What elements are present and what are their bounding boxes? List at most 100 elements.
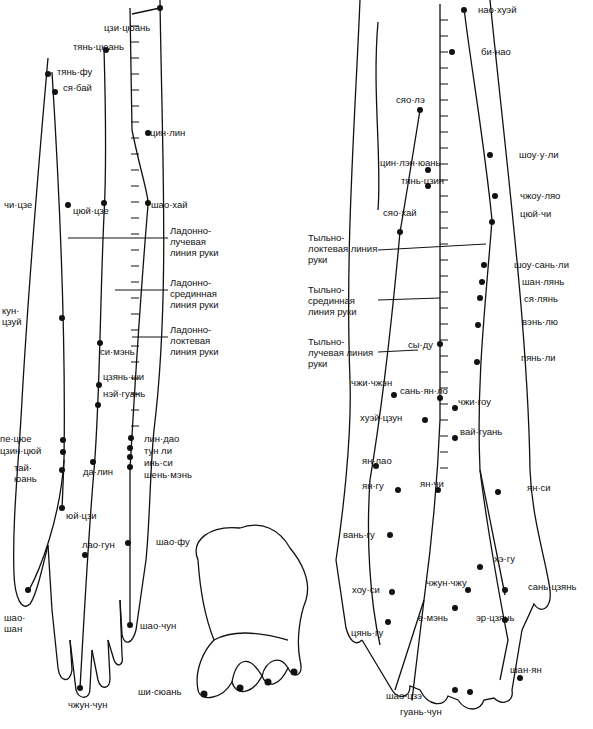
- point-label: цзин·цюй: [0, 445, 41, 456]
- meridian-line: [132, 8, 160, 14]
- scale-tick: [440, 260, 448, 261]
- scale-tick: [440, 308, 448, 309]
- point-label: инь·си: [144, 457, 173, 468]
- point-label: шан·ян: [510, 664, 542, 675]
- point-label: хоу·си: [352, 584, 380, 595]
- point-label: цзянь·ши: [103, 371, 144, 382]
- point-label: ян·лао: [362, 455, 392, 466]
- point-label: цин·лэн·юань: [380, 157, 441, 168]
- scale-tick: [440, 292, 448, 293]
- meridian-name: Тыльно- локтевая линия руки: [308, 232, 380, 265]
- scale-tick: [131, 74, 139, 75]
- scale-tick: [131, 138, 139, 139]
- point-label: пянь·ли: [521, 352, 556, 363]
- point-label: си·мэнь: [100, 346, 135, 357]
- point-label: лин·дао: [144, 433, 179, 444]
- scale-tick: [131, 298, 139, 299]
- scale-tick: [440, 52, 448, 53]
- point-label: пе·цюе: [0, 433, 31, 444]
- point-label: сань·ян·ло: [400, 385, 448, 396]
- meridian-name: Тыльно- лучевая линия руки: [308, 336, 380, 369]
- point-label: цюй·чи: [520, 208, 551, 219]
- point-label: шао·хай: [151, 199, 188, 210]
- scale-tick: [440, 228, 448, 229]
- point-label: сань·цзянь: [528, 581, 576, 592]
- point-label: шао·цзэ: [386, 690, 422, 701]
- scale-tick: [440, 84, 448, 85]
- point-label: ши·сюань: [138, 686, 181, 697]
- point-label: ян·чи: [420, 478, 444, 489]
- scale-tick: [440, 468, 448, 469]
- hand-outline: [196, 525, 307, 697]
- point-label: хэ·гу: [494, 553, 515, 564]
- meridian-name: шао· шан: [4, 612, 32, 634]
- point-label: нао·хуэй: [478, 4, 517, 15]
- meridian-line: [412, 4, 440, 700]
- point-label: сы·ду: [408, 339, 433, 350]
- scale-tick: [131, 410, 139, 411]
- point-label: эр·цзянь: [476, 612, 514, 623]
- point-label: тун ли: [144, 445, 172, 456]
- meridian-name: Ладонно- лучевая линия руки: [170, 225, 232, 258]
- point-label: шао·чун: [140, 620, 176, 631]
- point-label: шоу·у·ли: [519, 149, 558, 160]
- arm-outline: [336, 0, 362, 643]
- point-label: сяо·лэ: [396, 94, 425, 105]
- scale-tick: [131, 106, 139, 107]
- point-label: вэнь·лю: [522, 316, 558, 327]
- point-label: да·лин: [83, 466, 113, 477]
- scale-tick: [440, 148, 448, 149]
- meridian-name: Ладонно- локтевая линия руки: [170, 324, 232, 357]
- scale-tick: [440, 404, 448, 405]
- scale-tick: [131, 426, 139, 427]
- finger-outline: [108, 600, 122, 665]
- point-label: тянь·цзин: [401, 175, 444, 186]
- scale-tick: [440, 196, 448, 197]
- point-label: тянь·фу: [57, 66, 92, 77]
- scale-tick: [440, 20, 448, 21]
- meridian-name: Ладонно- срединная линия руки: [170, 277, 232, 310]
- point-label: юй·цзи: [66, 510, 97, 521]
- scale-tick: [440, 212, 448, 213]
- point-label: би·нао: [481, 46, 511, 57]
- scale-tick: [440, 164, 448, 165]
- scale-tick: [440, 436, 448, 437]
- scale-tick: [440, 68, 448, 69]
- meridian-line: [80, 48, 106, 688]
- scale-tick: [131, 90, 139, 91]
- scale-tick: [131, 234, 139, 235]
- point-label: лао·гун: [82, 539, 115, 550]
- point-label: цзи·цюань: [104, 22, 150, 33]
- point-label: вань·гу: [343, 529, 375, 540]
- scale-tick: [131, 314, 139, 315]
- scale-tick: [131, 186, 139, 187]
- point-label: чжун·чжу: [426, 577, 467, 588]
- scale-tick: [131, 218, 139, 219]
- meridian-name: тай· юань: [14, 462, 44, 484]
- scale-tick: [440, 452, 448, 453]
- point-label: ся·бай: [63, 82, 92, 93]
- acupoint-dots: [25, 5, 523, 698]
- meridian-line: [395, 470, 505, 690]
- scale-tick: [440, 132, 448, 133]
- point-label: цюй·цзе: [73, 205, 109, 216]
- finger-outline: [362, 630, 522, 709]
- arm-outline: [14, 58, 48, 606]
- meridian-name: Тыльно- срединная линия руки: [308, 284, 380, 317]
- scale-tick: [131, 202, 139, 203]
- scale-tick: [131, 170, 139, 171]
- point-label: ян·си: [527, 482, 551, 493]
- point-label: чжун·чун: [68, 699, 108, 710]
- point-label: чжоу·ляо: [520, 190, 560, 201]
- point-label: гуань·чун: [400, 706, 442, 717]
- scale-ticks: [131, 20, 448, 468]
- hand-outline: [214, 633, 288, 682]
- point-label: вай·гуань: [460, 426, 502, 437]
- scale-tick: [440, 420, 448, 421]
- scale-tick: [131, 330, 139, 331]
- scale-tick: [440, 116, 448, 117]
- meridian-line: [130, 8, 148, 625]
- arm-outline: [490, 0, 550, 630]
- scale-tick: [131, 266, 139, 267]
